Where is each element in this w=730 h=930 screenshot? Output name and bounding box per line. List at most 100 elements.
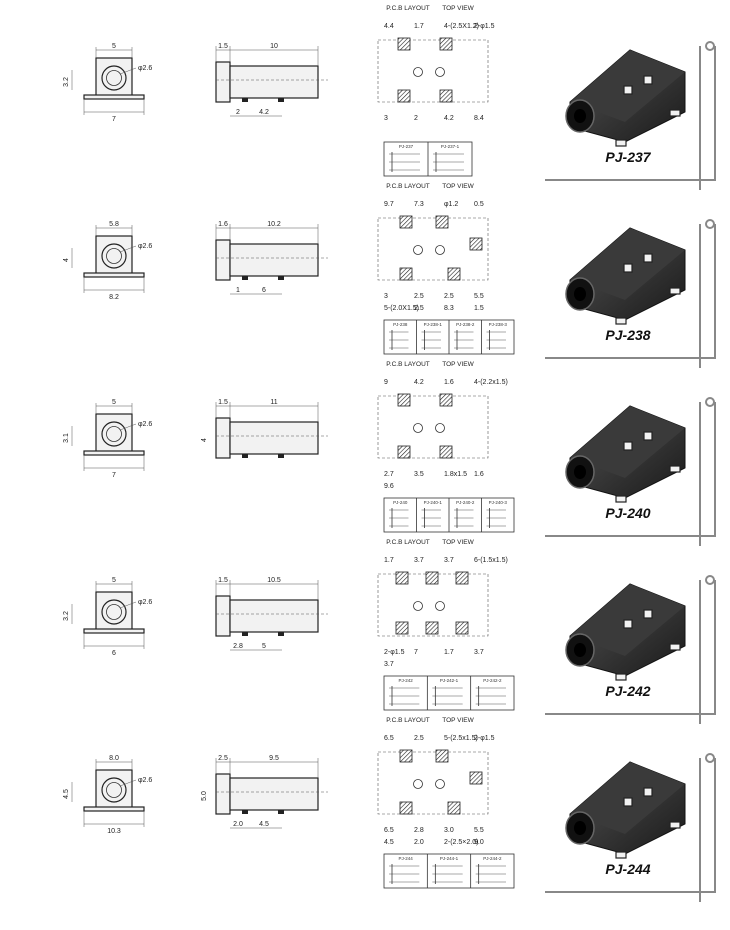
pcb-outline — [377, 395, 489, 459]
pcb-dimension-label: 5-(2.0X1.5) — [384, 305, 419, 312]
pcb-dimension-label: 6-(1.5x1.5) — [474, 557, 508, 564]
side-view-pin — [242, 810, 248, 814]
pcb-pad — [395, 571, 409, 585]
dimension-label: 9.5 — [269, 755, 279, 762]
dimension-label: 4.2 — [259, 109, 269, 116]
jack-lead — [669, 465, 681, 473]
pcb-dimension-label: 1.7 — [444, 649, 454, 656]
dimension-label: 10 — [270, 43, 278, 50]
dimension-label: 2 — [236, 109, 240, 116]
pcb-dimension-label: 7.3 — [414, 201, 424, 208]
pcb-dimension-label: 2.5 — [414, 305, 424, 312]
jack-inner-circle — [106, 782, 122, 798]
dimension-label: 1.6 — [218, 221, 228, 228]
schematic-label: PJ-242 — [399, 678, 414, 683]
dimension-label: 10.5 — [267, 577, 281, 584]
diameter-label: φ2.6 — [138, 421, 152, 428]
pcb-pad — [435, 215, 449, 229]
pcb-dimension-label: 1.5 — [474, 305, 484, 312]
jack-outer-circle — [101, 243, 127, 269]
pcb-layout-label: P.C.B LAYOUT — [386, 717, 429, 724]
dimension-label: 5 — [112, 399, 116, 406]
side-view-pin — [242, 632, 248, 636]
pcb-dimension-label: 3.7 — [444, 557, 454, 564]
schematic-label: PJ-242-2 — [483, 678, 502, 683]
dimension-label: 5 — [262, 643, 266, 650]
dimension-label: 4 — [201, 438, 208, 442]
pcb-dimension-label: 3.7 — [384, 661, 394, 668]
pcb-dimension-label: 2 — [414, 115, 418, 122]
pcb-hole — [435, 67, 445, 77]
dimension-label: 2.5 — [218, 755, 228, 762]
jack-socket-hole — [574, 287, 586, 301]
jack-outer-circle — [101, 777, 127, 803]
side-view-pin — [242, 276, 248, 280]
pcb-hole — [435, 601, 445, 611]
pcb-pad — [397, 445, 411, 459]
dimension-line — [119, 67, 137, 75]
side-view-body — [229, 243, 319, 277]
pcb-dimension-label: 4.2 — [414, 379, 424, 386]
pcb-pad — [447, 267, 461, 281]
dimension-label: 5.0 — [201, 791, 208, 801]
pcb-outline — [377, 39, 489, 103]
pcb-dimension-label: 2.5 — [414, 735, 424, 742]
diameter-label: φ2.6 — [138, 777, 152, 784]
row-frame-line — [699, 46, 701, 190]
schematic-label: PJ-238-2 — [456, 322, 475, 327]
pcb-pad — [447, 801, 461, 815]
jack-window — [623, 85, 633, 95]
side-view-head — [215, 239, 231, 281]
pcb-pad — [435, 749, 449, 763]
dimension-label: 2.0 — [233, 821, 243, 828]
pcb-layout-label: P.C.B LAYOUT — [386, 361, 429, 368]
dimension-label: 6 — [112, 650, 116, 657]
pcb-dimension-label: 9.0 — [474, 839, 484, 846]
diameter-label: φ2.6 — [138, 599, 152, 606]
pcb-dimension-label: 2.5 — [444, 293, 454, 300]
pcb-dimension-label: 2.7 — [384, 471, 394, 478]
jack-inner-circle — [106, 248, 122, 264]
frame-terminal — [705, 575, 715, 585]
schematic-label: PJ-237 — [399, 144, 414, 149]
pcb-pad — [399, 801, 413, 815]
pcb-dimension-label: 1.8x1.5 — [444, 471, 467, 478]
jack-socket-hole — [574, 643, 586, 657]
model-name: PJ-244 — [605, 861, 650, 877]
jack-lead — [615, 851, 627, 859]
dimension-label: 4 — [63, 258, 70, 262]
pcb-dimension-label: 2.5 — [414, 293, 424, 300]
pcb-dimension-label: 4.2 — [444, 115, 454, 122]
dimension-label: 5 — [112, 577, 116, 584]
pcb-pad — [439, 89, 453, 103]
side-view-body — [229, 777, 319, 811]
pcb-outline — [377, 217, 489, 281]
schematic-label: PJ-240-2 — [456, 500, 475, 505]
row-frame-line — [545, 46, 716, 181]
dimension-label: 1.5 — [218, 43, 228, 50]
schematic-label: PJ-244-2 — [483, 856, 502, 861]
dimension-label: 2.8 — [233, 643, 243, 650]
pcb-outline — [377, 751, 489, 815]
dimension-label: 4.5 — [259, 821, 269, 828]
pcb-layout-label: P.C.B LAYOUT — [386, 539, 429, 546]
pcb-pad — [397, 89, 411, 103]
jack-outer-circle — [101, 65, 127, 91]
dimension-label: 8.2 — [109, 294, 119, 301]
jack-window — [623, 619, 633, 629]
side-view-head — [215, 595, 231, 637]
side-view-pin — [278, 454, 284, 458]
side-view-pin — [242, 98, 248, 102]
schematic-label: PJ-240-3 — [489, 500, 508, 505]
pcb-dimension-label: 1.6 — [474, 471, 484, 478]
schematic-label: PJ-244-1 — [440, 856, 459, 861]
jack-window — [643, 253, 653, 263]
jack-lead — [615, 317, 627, 325]
schematic-box — [383, 853, 515, 889]
dimension-label: 1.5 — [218, 577, 228, 584]
pcb-pad — [469, 771, 483, 785]
pcb-hole — [435, 779, 445, 789]
